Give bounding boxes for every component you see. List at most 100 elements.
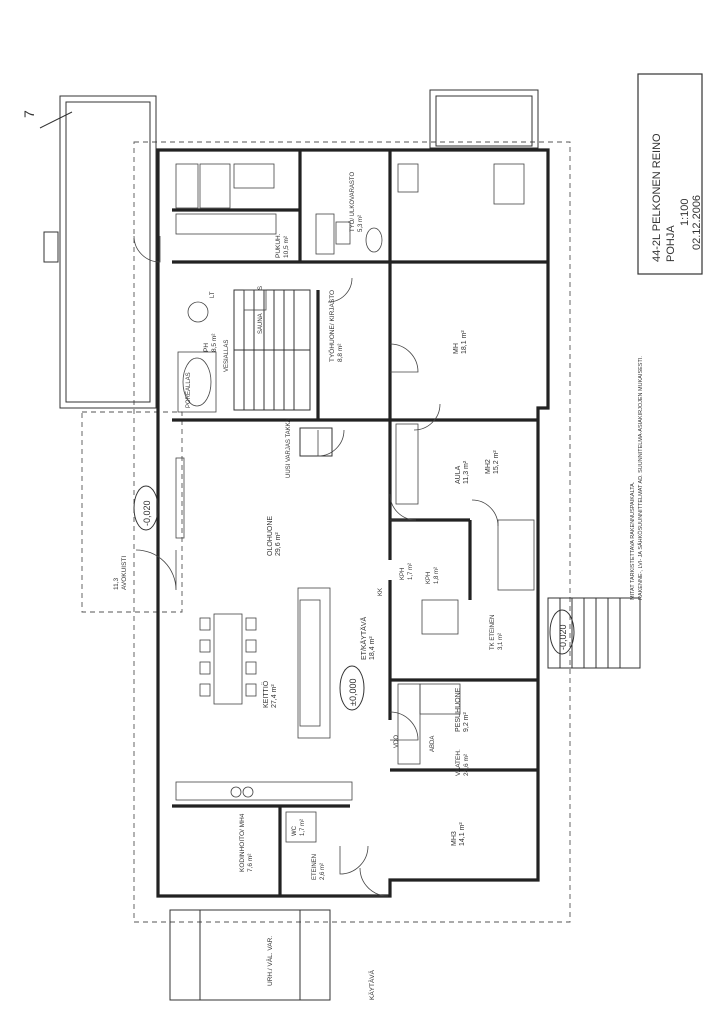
walkway-label: KÄYTÄVÄ: [368, 969, 376, 1000]
room-label-vaatehuone: VAATEH. 24,6 m²: [455, 749, 470, 776]
room-area: 24,6 m²: [463, 753, 470, 776]
corner-stroke: [39, 111, 73, 129]
room-name: KODINHOITO/ MH4: [239, 813, 246, 872]
room-area: 27,4 m²: [271, 684, 278, 708]
sauna-stove-label: S: [258, 286, 264, 290]
room-name: AULA: [455, 465, 462, 484]
room-area: 10,5 m²: [283, 235, 290, 258]
room-name: KEITTIÖ: [262, 680, 270, 708]
room-name: ET/KÄYTÄVÄ: [360, 616, 368, 660]
room-name: MH2: [485, 459, 492, 474]
room-label-tk-eteinen: TK ETEINEN 3,1 m²: [490, 615, 504, 650]
porch-area-label: 11,3: [113, 577, 120, 590]
room-area: 5,3 m²: [358, 215, 364, 232]
room-area: 8,8 m²: [337, 343, 344, 362]
kk-label: KK: [378, 588, 384, 596]
wardrobes: [285, 423, 535, 843]
room-name: ETEINEN: [312, 854, 318, 880]
note-line-2: RAKENNE-, LVI- JA SÄHKÖSUUNNITTELMAT AD.…: [637, 356, 644, 600]
outdoor-storage-label: URH./ VÄL. VAR.: [266, 936, 274, 986]
level-marker-1: -0,020: [133, 485, 159, 531]
room-name: MH3: [451, 831, 458, 846]
level-marker-2: ±0,000: [339, 665, 365, 711]
room-label-kodinhoito: KODINHOITO/ MH4 7,6 m²: [239, 813, 254, 872]
general-notes: MITAT TARKISTETTAVA RAKENNUSPAIKALTA. RA…: [630, 356, 644, 600]
porch-label: AVOKUISTI: [121, 556, 128, 590]
note-line-1: MITAT TARKISTETTAVA RAKENNUSPAIKALTA.: [630, 481, 636, 600]
room-label-kph: KPH 1,7 m²: [400, 563, 414, 580]
room-name: PESUHUONE: [455, 687, 462, 732]
room-label-keittio: KEITTIÖ 27,4 m²: [262, 680, 278, 708]
room-area: 18,4 m²: [369, 636, 376, 660]
room-label-mh-top: MH 18,1 m²: [453, 330, 468, 354]
outer-dashed-boundary: [81, 141, 571, 923]
fireplace-label: UUSI VARJAS TAKKA: [286, 418, 292, 478]
sauna-label: SAUNA: [258, 313, 264, 334]
room-area: 18,1 m²: [461, 330, 468, 354]
room-label-aula: AULA 11,3 m²: [455, 460, 470, 484]
room-area: 15,2 m²: [493, 450, 500, 474]
top-utility-fixtures: [175, 163, 525, 255]
drawing-scale: 1:100: [679, 198, 691, 226]
outdoor-storage-outline: [169, 909, 331, 1001]
floor-drain-label: LT: [210, 291, 216, 298]
kitchen-fixtures: [175, 587, 353, 801]
door-swings: [133, 235, 499, 897]
room-label-pesuhuone: PESUHUONE 9,2 m²: [455, 687, 470, 732]
room-name: WC: [292, 825, 298, 836]
drawing-date: 02.12.2006: [691, 195, 703, 250]
room-name: PH: [203, 343, 210, 352]
whirlpool-label: POREALLAS: [186, 372, 192, 408]
project-title: 44-2L PELKONEN REINO: [651, 133, 663, 262]
room-area: 8,5 m²: [211, 333, 218, 352]
entrance-steps: [547, 597, 641, 669]
room-label-ph: PH 8,5 m²: [203, 333, 218, 352]
fireplace: [175, 457, 185, 539]
level-l2-label: ±0,000: [348, 679, 358, 706]
room-area: 2,6 m²: [320, 863, 326, 880]
level-marker-3: -0,020: [549, 609, 575, 655]
level-l3-label: -0,020: [558, 624, 568, 650]
room-name: MH: [453, 343, 460, 354]
room-area: 11,3 m²: [463, 460, 470, 484]
room-label-kph2: KPH 1,8 m²: [426, 567, 440, 584]
room-label-mh2: MH2 15,2 m²: [485, 450, 500, 474]
room-area: 9,2 m²: [463, 711, 470, 732]
room-label-pukuh: PUKUH. 10,5 m²: [275, 233, 290, 258]
room-label-tyo-ulko: TYÖ/ ULKOVARASTO 5,3 m²: [349, 172, 364, 232]
room-name: KPH: [400, 568, 406, 580]
terrace-outline: [43, 95, 157, 409]
room-area: 29,6 m²: [275, 532, 282, 556]
dining-table: [199, 613, 257, 705]
room-name: KPH: [426, 572, 432, 584]
room-label-wc: WC 1,7 m²: [292, 819, 306, 836]
room-name: OLOHUONE: [267, 516, 274, 556]
room-label-mh3: MH3 14,1 m²: [451, 822, 466, 846]
room-name: VAATEH.: [455, 749, 462, 776]
room-name: TK ETEINEN: [490, 615, 496, 650]
vdo-label: VDO: [394, 735, 400, 748]
corner-mark: 7: [21, 110, 37, 118]
room-area: 1,7 m²: [300, 819, 306, 836]
room-label-tyohuone: TYÖHUONE/ KIRJASTO 8,8 m²: [328, 290, 344, 362]
room-area: 1,7 m²: [408, 563, 414, 580]
balcony-outline: [429, 89, 539, 149]
room-area: 1,8 m²: [434, 567, 440, 584]
water-tank-label: VESIALLAS: [224, 340, 230, 372]
room-name: PUKUH.: [275, 233, 282, 258]
title-block-frame: [637, 73, 703, 275]
title-block: 44-2L PELKONEN REINO POHJA 1:100 02.12.2…: [637, 73, 703, 275]
interior-walls: [172, 150, 548, 896]
room-area: 7,6 m²: [247, 853, 254, 872]
room-area: 3,1 m²: [498, 633, 504, 650]
exterior-walls: [156, 148, 550, 898]
level-l1-label: -0,020: [142, 500, 152, 526]
room-name: TYÖ/ ULKOVARASTO: [349, 172, 356, 232]
bath-fixtures: [177, 289, 267, 413]
room-label-eteinen: ETEINEN 2,6 m²: [312, 854, 326, 880]
room-name: TYÖHUONE/ KIRJASTO: [328, 290, 336, 362]
room-area: 14,1 m²: [459, 822, 466, 846]
room-label-olohuone: OLOHUONE 29,6 m²: [267, 516, 282, 556]
